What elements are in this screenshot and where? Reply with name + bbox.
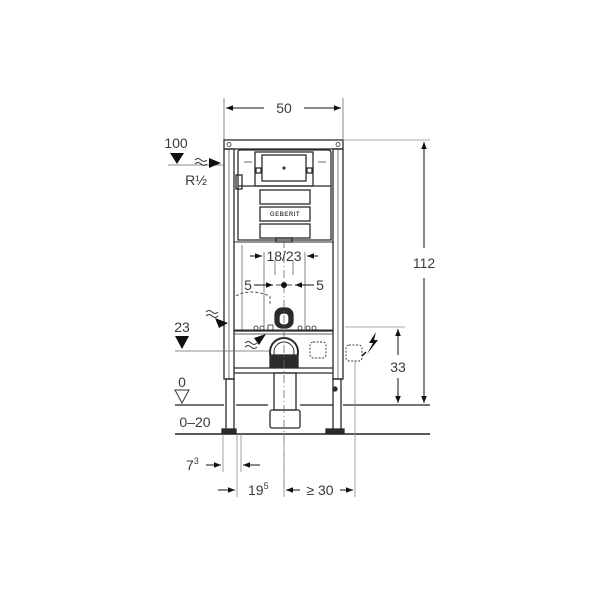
height-dimension: 112 [343,139,436,403]
brand-plate-label: GEBERIT [270,212,300,218]
center-spacing-dimension: 18/23 [250,248,318,264]
flush-water-icon [205,310,266,349]
drain-level: 23 [174,319,270,352]
level-triangle-icon [175,336,189,349]
height-label: 112 [413,255,436,271]
arrow-right-icon [209,158,221,168]
bottom-extension-lines [222,361,356,497]
power-connection-boxes [309,341,363,362]
offset-right-label: 5 [316,277,324,293]
floor-range-label: 0–20 [179,414,210,430]
electrical-height-label: 33 [390,359,406,375]
drain-height-label: 23 [174,319,190,335]
water-supply-level: 100 R½ [164,135,224,188]
offset-dimension: 5 5 [244,277,324,293]
drain-offset-dimension: 195 ≥ 30 [218,481,353,498]
level-triangle-outline-icon [174,389,190,405]
min-clearance-label: ≥ 30 [306,482,333,498]
level-triangle-icon [170,153,184,164]
water-thread-label: R½ [185,172,207,188]
floor-level-label: 0 [178,374,186,390]
floor-level: 0 0–20 [174,374,430,435]
width-label: 50 [276,100,292,116]
center-spacing-label: 18/23 [266,248,301,264]
water-wave-icon [194,158,208,166]
installation-frame [221,139,345,434]
left-gap-dimension: 73 [186,456,260,473]
lightning-icon [361,332,378,357]
water-supply-height-label: 100 [164,135,188,151]
electrical-height-dimension: 33 [345,326,406,403]
offset-left-label: 5 [244,277,252,293]
width-dimension: 50 [223,98,344,140]
left-gap-label: 73 [186,456,199,473]
drain-offset-label: 195 [248,481,269,498]
